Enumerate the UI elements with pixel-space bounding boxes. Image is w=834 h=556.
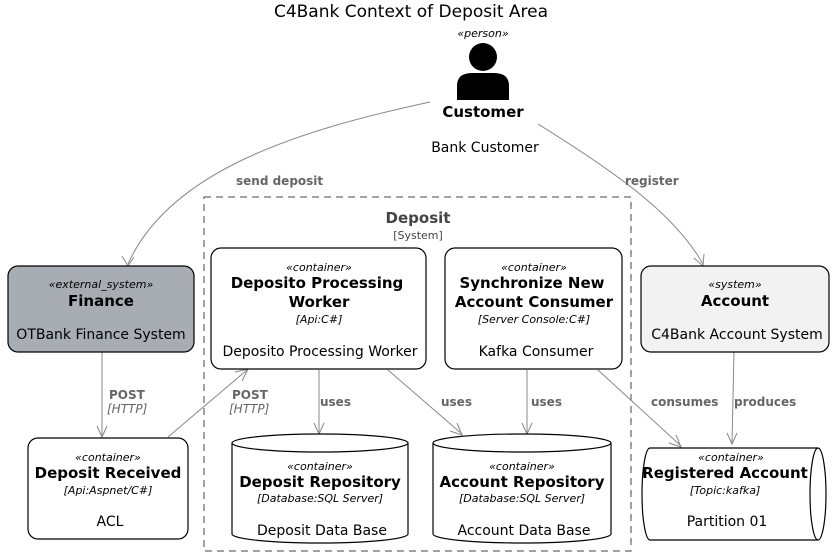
received-tech: [Api:Aspnet/C#] [64,484,153,497]
arrowhead-sync-consumes [668,434,682,448]
sync-box [444,247,623,370]
label-sync-consumes: consumes [651,395,718,409]
received-name: Deposit Received [35,464,182,482]
label-finance-post-tech: [HTTP] [107,402,148,416]
deposit-repo-top [231,433,409,453]
label-received-post: POST [232,388,269,402]
account-description: C4Bank Account System [651,327,822,343]
account-repo-stereotype: «container» [489,460,555,473]
registered-name: Registered Account [642,464,808,482]
queue-registered-account[interactable]: «container» Registered Account [Topic:ka… [641,447,827,541]
finance-description: OTBank Finance System [16,327,185,343]
person-customer[interactable]: «person» Customer Bank Customer [431,27,539,156]
edge-register [537,123,704,265]
label-account-produces: produces [734,395,796,409]
customer-description: Bank Customer [431,140,539,156]
registered-description: Partition 01 [687,514,768,530]
database-account-repository[interactable]: «container» Account Repository [Database… [432,433,612,544]
sync-tech: [Server Console:C#] [478,313,590,326]
diagram-title: C4Bank Context of Deposit Area [274,2,548,22]
account-repo-description: Account Data Base [458,523,591,539]
edge-send-deposit [127,101,431,265]
container-deposit-received[interactable]: «container» Deposit Received [Api:Aspnet… [27,437,189,540]
deposit-repo-tech: [Database:SQL Server] [257,492,383,505]
sync-stereotype: «container» [501,261,567,274]
worker-description: Deposito Processing Worker [222,344,417,360]
worker-name-line2: Worker [289,293,350,311]
edge-worker-account-repo [387,369,463,435]
deposit-repo-stereotype: «container» [287,460,353,473]
edge-account-produces [731,351,735,444]
finance-box [7,265,195,353]
system-account[interactable]: «system» Account C4Bank Account System [640,265,830,353]
customer-name: Customer [442,103,524,121]
arrowhead-account-produces [726,432,738,446]
deposit-repo-description: Deposit Data Base [257,523,387,539]
boundary-name: Deposit [386,209,451,227]
arrowhead-send-deposit [121,255,135,267]
edge-received-post [167,369,248,438]
registered-stereotype: «container» [698,451,764,464]
label-worker-uses-deposit: uses [320,395,351,409]
boundary-type: [System] [393,229,443,242]
label-received-post-tech: [HTTP] [229,402,270,416]
account-repo-name: Account Repository [440,473,605,491]
deposit-repo-body [231,443,409,544]
label-finance-post: POST [109,388,146,402]
account-stereotype: «system» [708,278,762,291]
account-repo-tech: [Database:SQL Server] [459,492,585,505]
person-icon [457,43,509,100]
received-box [27,437,189,540]
worker-box [210,247,427,370]
received-description: ACL [97,514,124,530]
label-worker-uses-account: uses [441,395,472,409]
boundary-frame [203,196,632,552]
edge-sync-consumes [597,369,682,447]
received-stereotype: «container» [75,451,141,464]
label-sync-uses-account: uses [531,395,562,409]
worker-tech: [Api:C#] [296,313,343,326]
label-send-deposit: send deposit [236,174,323,188]
sync-description: Kafka Consumer [479,344,594,360]
account-repo-top [432,433,612,453]
database-deposit-repository[interactable]: «container» Deposit Repository [Database… [231,433,409,544]
sync-name-line1: Synchronize New [459,274,604,292]
registered-tech: [Topic:kafka] [690,484,761,497]
finance-stereotype: «external_system» [49,278,154,291]
arrowhead-worker-account-repo [449,422,463,436]
relationships: send deposit register POST [HTTP] POST [… [96,101,796,448]
worker-name-line1: Deposito Processing [231,274,404,292]
registered-queue-end [809,447,819,541]
account-name: Account [701,292,769,310]
account-repo-body [432,443,612,544]
finance-name: Finance [68,292,134,310]
external-system-finance[interactable]: «external_system» Finance OTBank Finance… [7,265,195,353]
customer-stereotype: «person» [457,27,508,40]
deposit-system-boundary: Deposit [System] [203,196,632,552]
worker-stereotype: «container» [286,261,352,274]
deposit-repo-name: Deposit Repository [239,473,401,491]
arrowhead-register [693,253,705,268]
container-deposito-processing-worker[interactable]: «container» Deposito Processing Worker [… [210,247,427,370]
container-sync-account-consumer[interactable]: «container» Synchronize New Account Cons… [444,247,623,370]
account-box [640,265,830,353]
arrowhead-finance-post [96,425,108,439]
label-register: register [625,174,679,188]
sync-name-line2: Account Consumer [455,293,614,311]
